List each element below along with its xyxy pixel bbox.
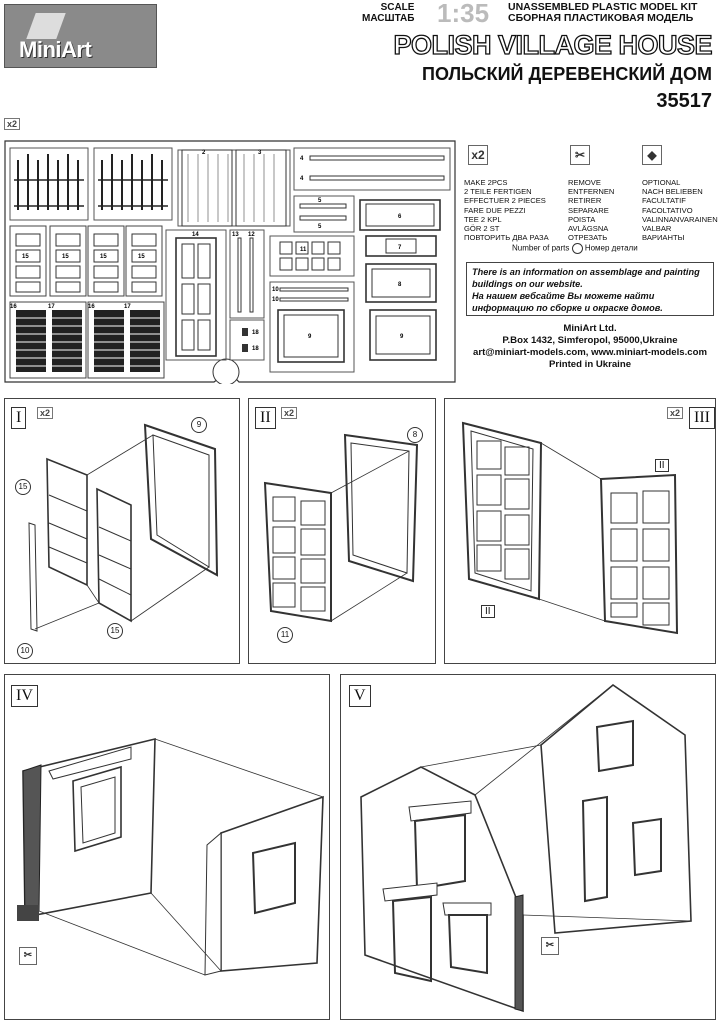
step-2-panel: II x2 8 11	[248, 398, 436, 664]
step-5-panel: V ✂	[340, 674, 716, 1020]
assembly-callout: II	[481, 605, 495, 618]
step-number: II	[255, 407, 276, 429]
step-multiplier: x2	[667, 407, 684, 419]
sprue-door-panels	[177, 149, 291, 227]
svg-text:6: 6	[398, 214, 402, 220]
svg-text:4: 4	[300, 176, 304, 182]
step-4-panel: IV ✂	[4, 674, 330, 1020]
scale-value: 1:35	[437, 0, 490, 28]
part-callout: 8	[407, 427, 423, 443]
svg-text:8: 8	[398, 282, 402, 288]
svg-text:15: 15	[22, 254, 29, 260]
svg-text:10: 10	[272, 297, 279, 303]
svg-text:7: 7	[398, 245, 402, 251]
assembly-callout: II	[655, 459, 669, 472]
sprue-diagram: 2 3 4 4 5 5 6 7 8 9 11 10 10 9 15 15 15 15	[4, 140, 456, 384]
svg-text:18: 18	[252, 346, 259, 352]
page-title: POLISH VILLAGE HOUSE	[393, 29, 713, 60]
step-number: V	[349, 685, 371, 707]
part-label: 2	[202, 150, 206, 156]
part-callout: 15	[15, 479, 31, 495]
cutter-icon: ✂	[541, 937, 559, 955]
svg-text:17: 17	[124, 304, 131, 310]
step-1-drawing	[28, 423, 219, 632]
svg-text:9: 9	[308, 334, 312, 340]
cutter-icon: ✂	[570, 145, 590, 165]
svg-text:14: 14	[192, 232, 199, 238]
fence-bars	[17, 154, 163, 210]
step-2-drawing	[263, 433, 419, 623]
logo-shape	[26, 13, 66, 39]
svg-text:4: 4	[300, 156, 304, 162]
part-callout: 15	[107, 623, 123, 639]
svg-text:15: 15	[138, 254, 145, 260]
svg-text:13: 13	[232, 232, 239, 238]
kit-number: 35517	[656, 90, 712, 112]
sprue-fence-part	[9, 147, 89, 221]
sprue-multiplier: x2	[4, 118, 21, 130]
svg-text:15: 15	[62, 254, 69, 260]
part-callout: 10	[17, 643, 33, 659]
part-callout: 11	[277, 627, 293, 643]
svg-text:9: 9	[400, 334, 404, 340]
shutter-slats	[16, 310, 160, 372]
part-number-circle-icon	[571, 243, 583, 254]
svg-text:16: 16	[10, 304, 17, 310]
svg-text:11: 11	[300, 247, 307, 253]
cutter-icon: ✂	[19, 947, 37, 965]
company-address: MiniArt Ltd. P.Box 1432, Simferopol, 950…	[473, 323, 707, 370]
step-5-drawing	[360, 683, 692, 1013]
svg-text:16: 16	[88, 304, 95, 310]
svg-text:18: 18	[252, 330, 259, 336]
step-3-panel: III x2 II II	[444, 398, 716, 664]
sprue-fence-part	[93, 147, 173, 221]
step-1-panel: I x2 9 15 15 10	[4, 398, 240, 664]
brand-logo: MiniArt	[4, 4, 157, 68]
step-number: I	[11, 407, 27, 429]
number-of-parts-legend: Number of parts Номер детали	[512, 243, 638, 254]
svg-text:5: 5	[318, 224, 322, 230]
step-multiplier: x2	[281, 407, 298, 419]
sprue-gate	[212, 358, 240, 384]
step-multiplier: x2	[37, 407, 54, 419]
step-3-drawing	[461, 421, 679, 635]
step-4-drawing	[17, 737, 324, 976]
svg-text:12: 12	[248, 232, 255, 238]
make-2pcs-icon: x2	[468, 145, 488, 165]
optional-icon: ◆	[642, 145, 662, 165]
svg-text:5: 5	[318, 198, 322, 204]
part-label: 3	[258, 150, 262, 156]
step-number: III	[689, 407, 715, 429]
website-info-box: There is an information on assemblage an…	[466, 262, 714, 316]
svg-text:10: 10	[272, 287, 279, 293]
kit-type: UNASSEMBLED PLASTIC MODEL KIT СБОРНАЯ ПЛ…	[508, 1, 698, 24]
logo-text: MiniArt	[19, 37, 92, 62]
svg-text:17: 17	[48, 304, 55, 310]
part-callout: 9	[191, 417, 207, 433]
step-number: IV	[11, 685, 38, 707]
page-title-ru: ПОЛЬСКИЙ ДЕРЕВЕНСКИЙ ДОМ	[422, 64, 712, 84]
svg-text:15: 15	[100, 254, 107, 260]
scale-label: SCALE МАСШТАБ	[362, 2, 415, 24]
